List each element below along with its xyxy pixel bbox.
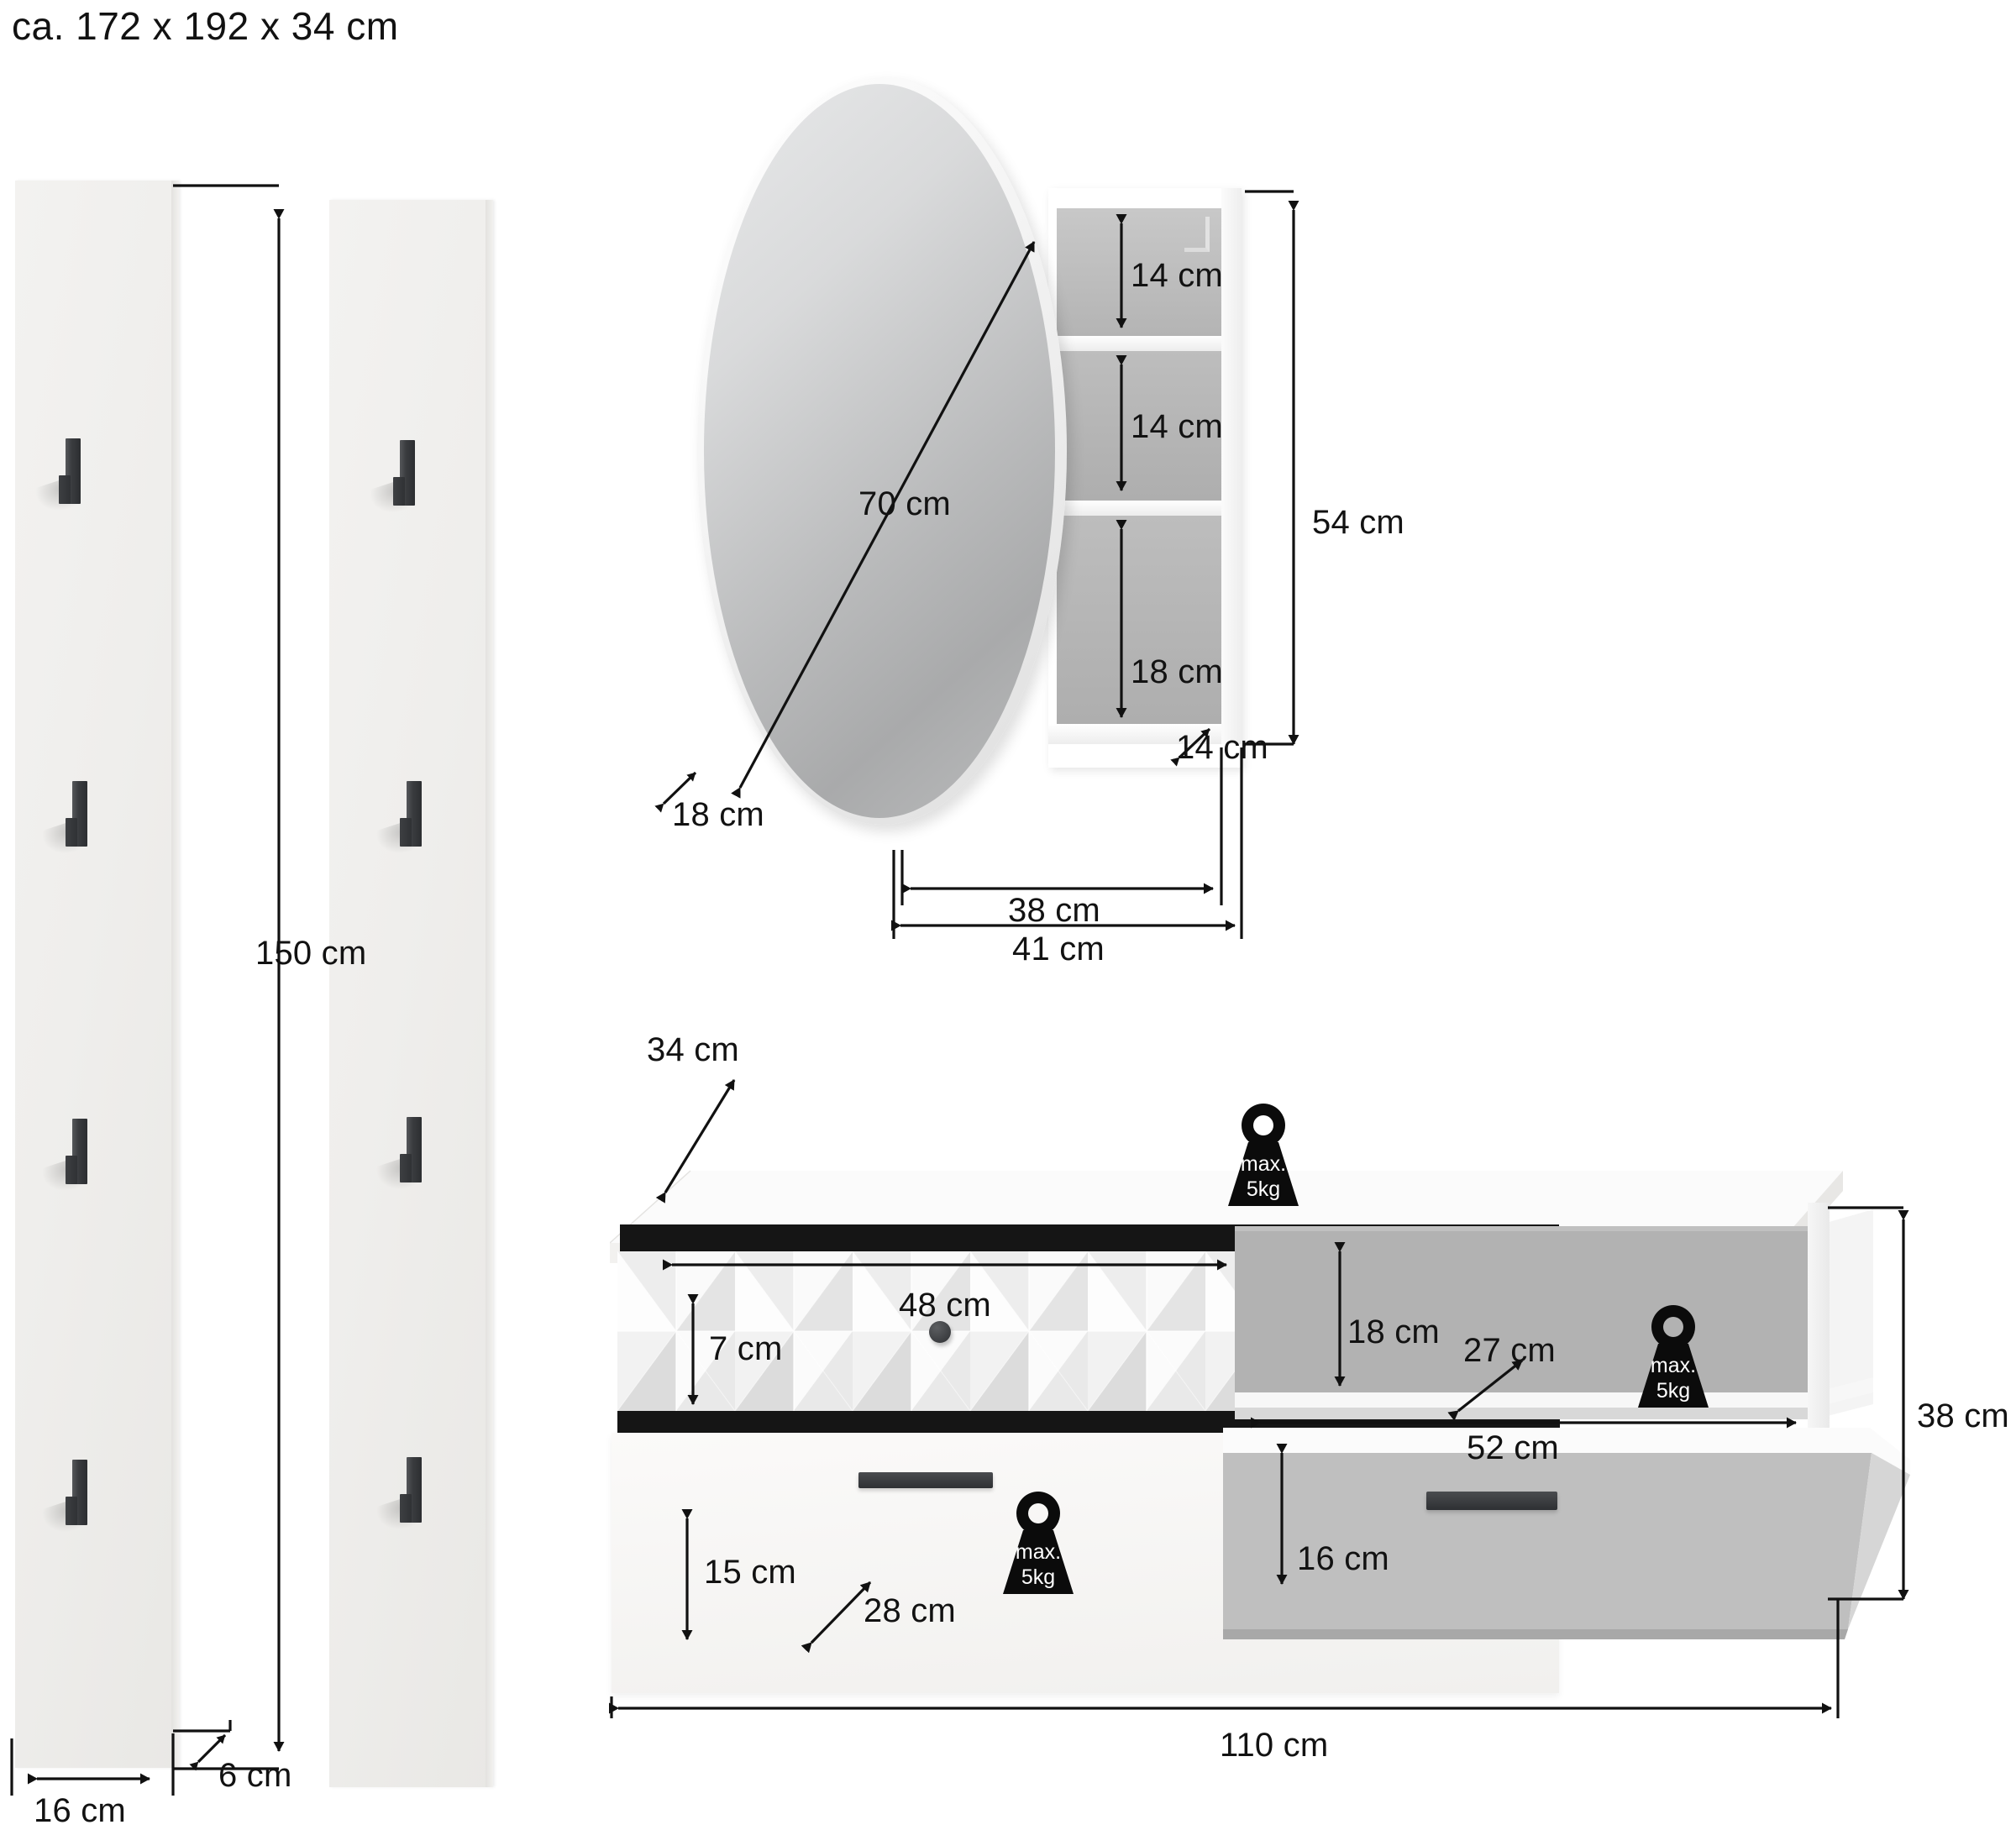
hook-foot bbox=[400, 1494, 412, 1523]
panel-depth-label: 6 cm bbox=[218, 1757, 292, 1794]
hook-foot bbox=[66, 818, 77, 847]
hook-foot bbox=[400, 1154, 412, 1182]
cabinet-compartment-middle bbox=[1057, 351, 1221, 501]
panel-width-label: 16 cm bbox=[34, 1792, 126, 1829]
cabinet-height-label: 54 cm bbox=[1312, 504, 1404, 541]
mirror-depth-label: 18 cm bbox=[672, 796, 764, 833]
cabinet-shelf-upper bbox=[1057, 336, 1221, 351]
open-shelf-height-label: 18 cm bbox=[1347, 1314, 1440, 1350]
max-load-line1: max. bbox=[1241, 1152, 1286, 1176]
coat-hook bbox=[39, 781, 87, 861]
cabinet-compartment-2-label: 14 cm bbox=[1131, 408, 1223, 445]
cabinet-total-width-label: 41 cm bbox=[1012, 931, 1105, 967]
lowboard-width-label: 110 cm bbox=[1220, 1727, 1329, 1764]
max-load-line2: 5kg bbox=[1656, 1379, 1690, 1403]
open-shelf-depth-label: 27 cm bbox=[1463, 1332, 1556, 1369]
max-load-line1: max. bbox=[1651, 1354, 1696, 1377]
top-drawer-height-label: 7 cm bbox=[709, 1330, 783, 1367]
max-load-icon: max. 5kg bbox=[1205, 1100, 1322, 1211]
coat-hook bbox=[374, 1117, 422, 1197]
max-load-line2: 5kg bbox=[1247, 1177, 1280, 1201]
cabinet-hinge-bracket bbox=[1184, 217, 1210, 252]
top-drawer-width-label: 48 cm bbox=[899, 1287, 991, 1324]
coat-panel-left bbox=[15, 181, 179, 1768]
page-title: ca. 172 x 192 x 34 cm bbox=[12, 4, 399, 48]
coat-panel-right-edge bbox=[486, 200, 493, 1787]
mirror-surface bbox=[704, 84, 1055, 818]
coat-panel-left-edge bbox=[171, 181, 179, 1768]
lowboard-height-label: 38 cm bbox=[1917, 1397, 2009, 1434]
max-load-line2: 5kg bbox=[1021, 1565, 1055, 1589]
hook-foot bbox=[393, 477, 405, 506]
lowboard-right-side bbox=[1808, 1203, 1830, 1455]
max-load-line1: max. bbox=[1016, 1540, 1061, 1564]
cabinet-side-panel bbox=[1221, 188, 1242, 744]
cabinet-depth-label: 14 cm bbox=[1176, 729, 1268, 766]
hook-foot bbox=[66, 1497, 77, 1525]
max-load-icon: max. 5kg bbox=[979, 1488, 1097, 1599]
hook-foot bbox=[66, 1156, 77, 1184]
open-shelf-niche bbox=[1235, 1209, 1873, 1419]
drawer-knob[interactable] bbox=[929, 1321, 951, 1343]
bottom-left-drawer-handle[interactable] bbox=[858, 1472, 993, 1488]
bottom-drawer-height-label: 15 cm bbox=[704, 1554, 796, 1591]
panel-height-label: 150 cm bbox=[255, 935, 367, 972]
max-load-icon: max. 5kg bbox=[1614, 1302, 1732, 1413]
hook-foot bbox=[400, 818, 412, 847]
flap-height-label: 16 cm bbox=[1297, 1540, 1389, 1577]
coat-panel-right bbox=[329, 200, 493, 1787]
coat-hook bbox=[33, 438, 81, 518]
lowboard-depth-label: 34 cm bbox=[647, 1031, 739, 1068]
coat-hook bbox=[374, 781, 422, 861]
hook-foot bbox=[59, 475, 71, 504]
coat-hook bbox=[367, 440, 415, 520]
cabinet-compartment-1-label: 14 cm bbox=[1131, 257, 1223, 294]
bottom-drawer-depth-label: 28 cm bbox=[864, 1592, 956, 1629]
door-width-label: 38 cm bbox=[1008, 892, 1100, 929]
coat-hook bbox=[39, 1460, 87, 1539]
cabinet-compartment-top bbox=[1057, 208, 1221, 336]
cabinet-compartment-3-label: 18 cm bbox=[1131, 653, 1223, 690]
bottom-right-flap bbox=[1223, 1428, 1910, 1639]
mirror-diameter-label: 70 cm bbox=[858, 485, 951, 522]
cabinet-shelf-lower bbox=[1057, 501, 1221, 516]
coat-hook bbox=[39, 1119, 87, 1198]
coat-hook bbox=[374, 1457, 422, 1537]
open-shelf-width-label: 52 cm bbox=[1467, 1429, 1559, 1466]
cabinet-compartment-bottom bbox=[1057, 516, 1221, 724]
bottom-right-flap-handle[interactable] bbox=[1426, 1492, 1557, 1510]
